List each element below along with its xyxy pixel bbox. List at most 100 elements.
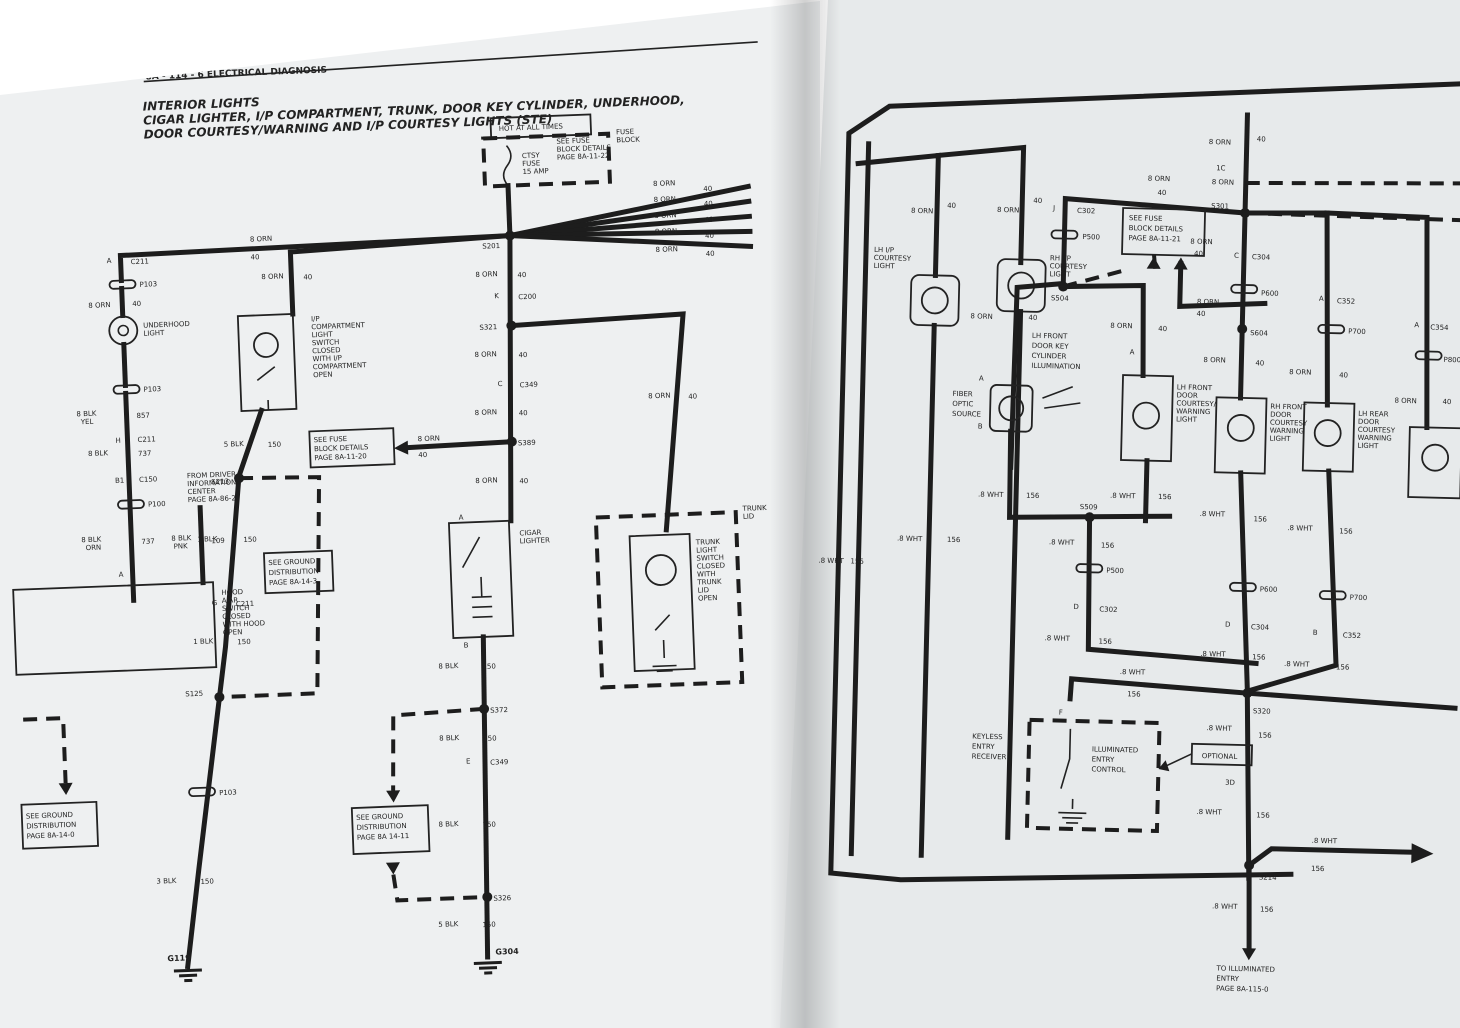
svg-text:156: 156 bbox=[947, 536, 961, 544]
svg-text:DOOR: DOOR bbox=[1358, 418, 1380, 427]
svg-text:C302: C302 bbox=[1099, 606, 1117, 614]
svg-text:150: 150 bbox=[237, 638, 251, 647]
svg-text:40: 40 bbox=[1196, 310, 1205, 318]
svg-text:8 ORN: 8 ORN bbox=[1212, 178, 1234, 187]
svg-text:S389: S389 bbox=[518, 439, 536, 448]
svg-text:CLOSED: CLOSED bbox=[697, 562, 726, 571]
svg-text:40: 40 bbox=[1158, 325, 1167, 333]
svg-text:A: A bbox=[106, 257, 111, 265]
svg-text:C150: C150 bbox=[139, 475, 158, 484]
svg-text:.8 WHT: .8 WHT bbox=[1206, 724, 1232, 733]
svg-text:CENTER: CENTER bbox=[187, 487, 216, 496]
svg-text:8 ORN: 8 ORN bbox=[1197, 298, 1219, 307]
svg-text:YEL: YEL bbox=[80, 418, 94, 427]
svg-text:SWITCH: SWITCH bbox=[312, 338, 340, 347]
svg-text:RH FRONT: RH FRONT bbox=[1270, 403, 1307, 412]
svg-text:D: D bbox=[1073, 603, 1079, 611]
ground-bottom-note bbox=[350, 804, 431, 855]
svg-text:S214: S214 bbox=[1259, 874, 1278, 882]
ground-g119-icon bbox=[173, 968, 202, 983]
svg-text:B: B bbox=[463, 641, 468, 649]
svg-text:H: H bbox=[115, 437, 121, 445]
wire-outer-frame bbox=[828, 80, 1460, 883]
svg-text:COURTESY: COURTESY bbox=[1358, 426, 1396, 435]
svg-text:C352: C352 bbox=[1343, 631, 1361, 639]
svg-text:DISTRIBUTION: DISTRIBUTION bbox=[26, 821, 76, 831]
fuse-symbol bbox=[502, 145, 512, 187]
svg-text:40: 40 bbox=[517, 271, 526, 279]
ground-left-note bbox=[20, 800, 99, 850]
svg-text:WITH: WITH bbox=[697, 570, 716, 579]
svg-text:A: A bbox=[1414, 321, 1419, 329]
svg-text:156: 156 bbox=[1127, 690, 1141, 698]
svg-text:40: 40 bbox=[1028, 314, 1037, 322]
fiber-optic-lamp-icon bbox=[998, 395, 1025, 422]
svg-text:UNDERHOOD: UNDERHOOD bbox=[143, 320, 190, 330]
svg-text:C200: C200 bbox=[518, 293, 537, 302]
svg-text:TRUNK: TRUNK bbox=[696, 578, 722, 587]
svg-text:40: 40 bbox=[688, 393, 697, 401]
svg-text:8 ORN: 8 ORN bbox=[997, 206, 1019, 215]
svg-text:OPEN: OPEN bbox=[223, 628, 243, 637]
svg-text:40: 40 bbox=[1257, 135, 1266, 143]
wire-to-underhood bbox=[117, 232, 513, 284]
svg-text:.8 WHT: .8 WHT bbox=[1287, 524, 1313, 533]
svg-text:P500: P500 bbox=[1106, 567, 1124, 575]
svg-text:FUSE: FUSE bbox=[616, 128, 634, 137]
svg-text:.8 WHT: .8 WHT bbox=[1200, 510, 1226, 519]
svg-text:LH I/P: LH I/P bbox=[874, 246, 894, 254]
svg-text:ENTRY: ENTRY bbox=[1092, 755, 1116, 764]
far-right-box bbox=[1407, 426, 1460, 500]
svg-text:LID: LID bbox=[743, 512, 755, 520]
svg-text:8 ORN: 8 ORN bbox=[1110, 322, 1132, 331]
arrow-right-icon bbox=[1411, 843, 1434, 864]
svg-text:RECEIVER: RECEIVER bbox=[972, 752, 1007, 761]
svg-text:B: B bbox=[1313, 629, 1318, 637]
svg-text:SEE GROUND: SEE GROUND bbox=[268, 557, 315, 567]
svg-text:DISTRIBUTION: DISTRIBUTION bbox=[356, 822, 406, 832]
wire-right-5 bbox=[507, 232, 754, 249]
svg-text:40: 40 bbox=[132, 300, 141, 308]
svg-text:8 ORN: 8 ORN bbox=[655, 227, 678, 236]
svg-text:8 BLK: 8 BLK bbox=[438, 662, 459, 671]
svg-text:156: 156 bbox=[1260, 906, 1274, 914]
svg-text:857: 857 bbox=[136, 412, 150, 421]
title-line-1: INTERIOR LIGHTS bbox=[142, 95, 259, 113]
svg-text:156: 156 bbox=[1339, 527, 1353, 535]
svg-text:S321: S321 bbox=[479, 323, 497, 332]
svg-text:COMPARTMENT: COMPARTMENT bbox=[313, 361, 368, 371]
svg-text:B: B bbox=[978, 423, 983, 431]
wire-feed bbox=[505, 183, 513, 237]
svg-text:C349: C349 bbox=[490, 758, 509, 767]
svg-text:COMPARTMENT: COMPARTMENT bbox=[311, 321, 366, 331]
svg-text:WITH I/P: WITH I/P bbox=[312, 354, 342, 363]
svg-text:40: 40 bbox=[519, 477, 528, 485]
svg-text:.8 WHT: .8 WHT bbox=[1045, 634, 1071, 643]
svg-text:8 ORN: 8 ORN bbox=[261, 272, 284, 281]
svg-text:TRUNK: TRUNK bbox=[695, 538, 721, 547]
left-schematic: 8A - 114 - 6 ELECTRICAL DIAGNOSIS INTERI… bbox=[12, 41, 767, 983]
svg-text:SWITCH: SWITCH bbox=[222, 604, 250, 613]
svg-text:CLOSED: CLOSED bbox=[222, 612, 251, 621]
svg-text:SEE GROUND: SEE GROUND bbox=[26, 811, 73, 821]
svg-text:B1: B1 bbox=[115, 477, 125, 485]
svg-text:S504: S504 bbox=[1051, 294, 1070, 302]
svg-text:40: 40 bbox=[703, 185, 712, 193]
splice-s604 bbox=[1237, 323, 1248, 334]
svg-text:8 BLK: 8 BLK bbox=[76, 410, 97, 419]
svg-text:8 ORN: 8 ORN bbox=[1209, 138, 1231, 147]
svg-text:8 BLK: 8 BLK bbox=[81, 535, 102, 544]
svg-text:TRUNK: TRUNK bbox=[741, 504, 767, 513]
svg-text:1 BLK: 1 BLK bbox=[193, 637, 214, 646]
svg-text:OPEN: OPEN bbox=[313, 371, 333, 380]
svg-text:G304: G304 bbox=[495, 947, 519, 957]
svg-text:737: 737 bbox=[138, 450, 152, 459]
svg-text:P103: P103 bbox=[139, 280, 157, 289]
svg-text:LIGHT: LIGHT bbox=[1357, 442, 1379, 451]
svg-text:8 ORN: 8 ORN bbox=[418, 434, 441, 443]
svg-text:P800: P800 bbox=[1443, 356, 1460, 364]
svg-text:SWITCH: SWITCH bbox=[696, 554, 724, 563]
svg-text:.8 WHT: .8 WHT bbox=[1312, 837, 1338, 846]
svg-text:40: 40 bbox=[418, 451, 427, 459]
svg-text:8 ORN: 8 ORN bbox=[911, 207, 933, 216]
